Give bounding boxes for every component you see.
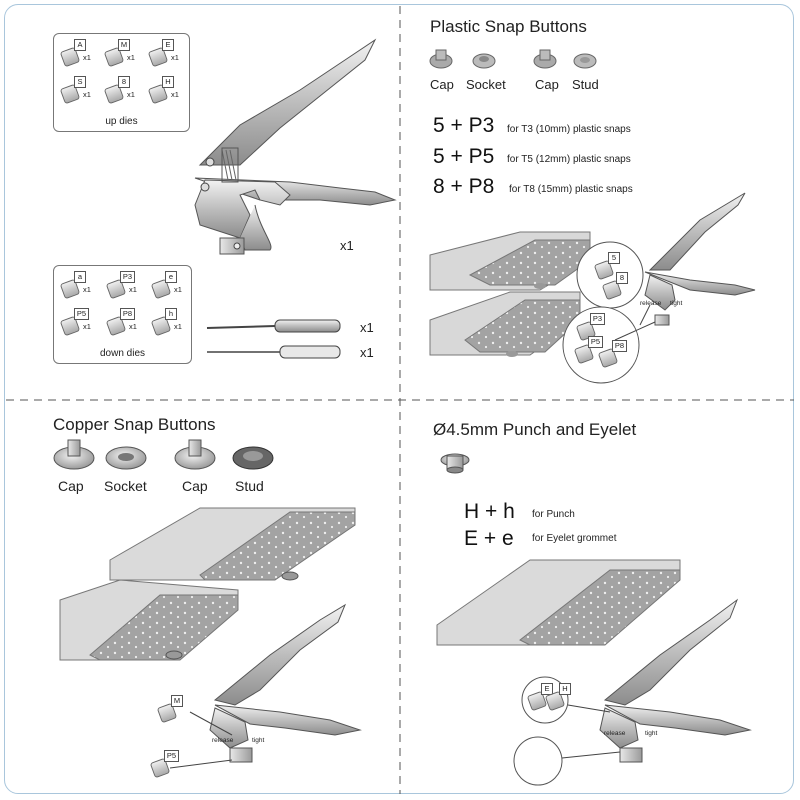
- awl: [207, 345, 341, 359]
- plastic-callout-die-8: 8: [601, 272, 638, 301]
- plastic-part-socket: Socket: [466, 77, 506, 92]
- plastic-formula-1-note: for T3 (10mm) plastic snaps: [507, 124, 631, 135]
- copper-parts: [53, 439, 274, 470]
- frame: [4, 4, 794, 794]
- plastic-parts: [429, 49, 597, 69]
- pliers-qty: x1: [340, 238, 354, 253]
- plastic-callout-die-p8: P8: [597, 340, 634, 369]
- eyelet-part: [440, 453, 470, 474]
- copper-part-cap-2: Cap: [182, 478, 208, 494]
- pliers-main: [194, 38, 397, 255]
- screwdriver-qty: x1: [360, 320, 374, 335]
- punch-release-label: release: [604, 730, 626, 737]
- plastic-callout-die-p5: P5: [573, 336, 610, 365]
- plastic-callout-die-p3: P3: [575, 313, 612, 342]
- copper-part-socket: Socket: [104, 478, 147, 494]
- copper-die-m: M: [156, 695, 193, 724]
- punch-fabric: [436, 559, 681, 646]
- copper-pliers: [169, 603, 362, 769]
- copper-part-cap-1: Cap: [58, 478, 84, 494]
- screwdriver: [206, 319, 341, 333]
- copper-fabric-2: [59, 579, 239, 661]
- up-dies-caption: up dies: [105, 116, 138, 127]
- plastic-part-cap-1: Cap: [430, 77, 454, 92]
- copper-fabric-1: [109, 507, 356, 581]
- plastic-fabric-1: [429, 231, 591, 291]
- copper-part-stud: Stud: [235, 478, 264, 494]
- punch-pliers: [599, 598, 752, 763]
- plastic-part-stud: Stud: [572, 77, 599, 92]
- plastic-part-cap-2: Cap: [535, 77, 559, 92]
- copper-title: Copper Snap Buttons: [53, 415, 216, 434]
- plastic-callout-die-5: 5: [593, 252, 630, 281]
- plastic-title: Plastic Snap Buttons: [430, 17, 587, 36]
- plastic-formula-3: 8 + P8: [433, 175, 495, 198]
- plastic-formula-2: 5 + P5: [433, 145, 495, 168]
- plastic-formula-3-note: for T8 (15mm) plastic snaps: [509, 184, 633, 195]
- copper-release-label: release: [212, 737, 234, 744]
- plastic-release-label: release: [640, 300, 662, 307]
- punch-formula-1-note: for Punch: [532, 509, 575, 520]
- copper-die-p5: P5: [149, 750, 186, 779]
- punch-tight-label: tight: [645, 730, 658, 737]
- punch-callout-die-h: H: [544, 683, 581, 712]
- plastic-pliers: [644, 192, 756, 326]
- punch-title: Ø4.5mm Punch and Eyelet: [433, 420, 637, 439]
- plastic-tight-label: tight: [670, 300, 683, 307]
- punch-formula-1: H + h: [464, 500, 515, 523]
- punch-formula-2: E + e: [464, 527, 514, 550]
- copper-tight-label: tight: [252, 737, 265, 744]
- awl-qty: x1: [360, 345, 374, 360]
- punch-formula-2-note: for Eyelet grommet: [532, 533, 617, 544]
- down-dies-caption: down dies: [99, 348, 146, 359]
- plastic-fabric-2: [429, 291, 581, 357]
- plastic-formula-1: 5 + P3: [433, 114, 495, 137]
- plastic-formula-2-note: for T5 (12mm) plastic snaps: [507, 154, 631, 165]
